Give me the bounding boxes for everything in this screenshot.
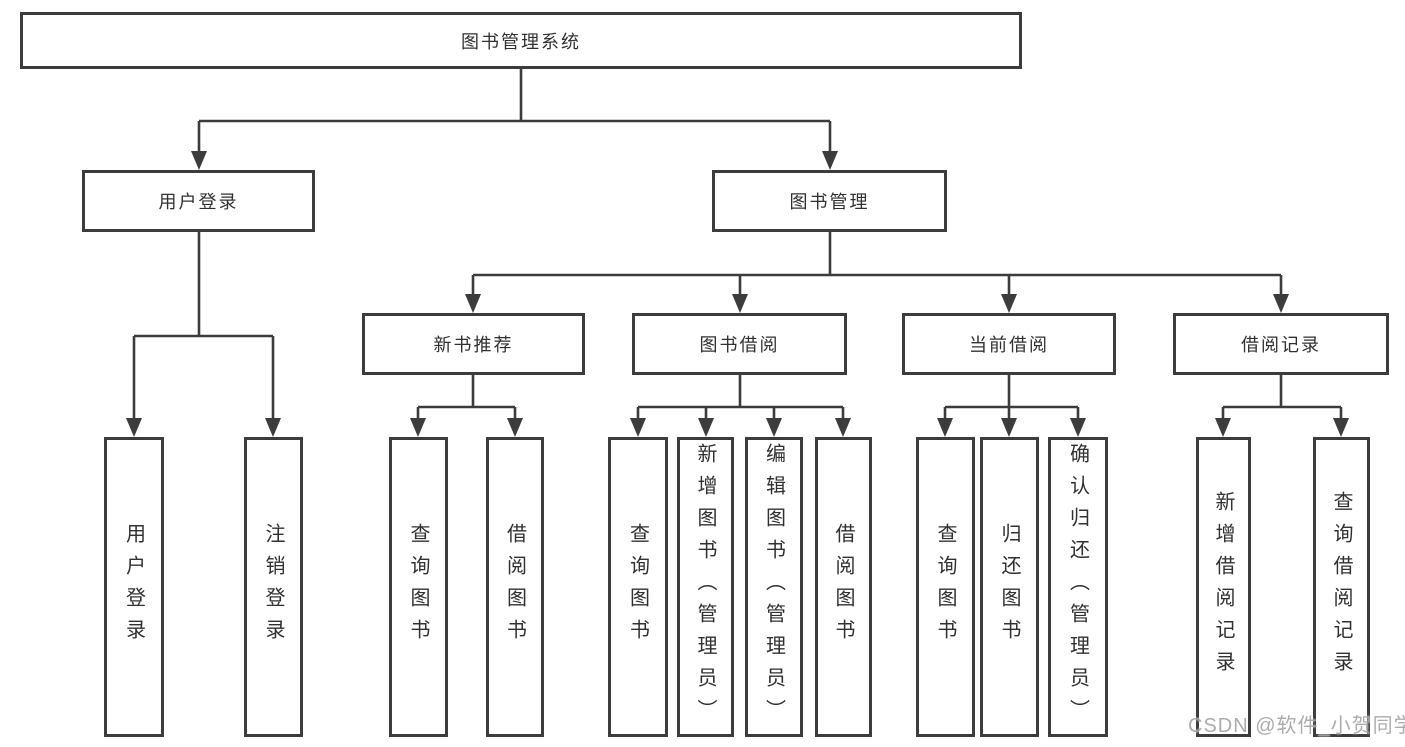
leaf-node-return-book: 归还图书 [980, 437, 1039, 737]
section-node-borrow-record: 借阅记录 [1173, 313, 1389, 375]
connector-newbook-to-leaves [410, 375, 523, 437]
section-node-label: 图书借阅 [699, 335, 780, 355]
branch-node-user-login: 用户登录 [82, 170, 315, 232]
section-node-current-borrow: 当前借阅 [902, 313, 1116, 375]
connector-record-to-leaves [1215, 375, 1349, 437]
branch-node-label: 图书管理 [789, 192, 870, 212]
leaf-node-user-login: 用户登录 [104, 437, 164, 737]
csdn-watermark: CSDN @软件_小贺同学 [1188, 715, 1405, 737]
leaf-node-logout: 注销登录 [244, 437, 303, 737]
section-node-new-book-recommend: 新书推荐 [362, 313, 585, 375]
branch-node-label: 用户登录 [158, 192, 239, 212]
leaf-node-query-book: 查询图书 [389, 437, 448, 737]
leaf-node-query-book: 查询图书 [608, 437, 668, 737]
connector-current-to-leaves [937, 375, 1086, 437]
connector-book-mgmt-to-level3 [465, 232, 1289, 313]
leaf-node-borrow-book: 借阅图书 [815, 437, 872, 737]
branch-node-book-management: 图书管理 [712, 170, 947, 232]
section-node-book-borrow: 图书借阅 [632, 313, 847, 375]
root-node-label: 图书管理系统 [461, 31, 581, 52]
leaf-node-add-book-admin: 新增图书（管理员） [677, 437, 734, 737]
leaf-node-query-borrow-record: 查询借阅记录 [1313, 437, 1370, 737]
leaf-node-add-borrow-record: 新增借阅记录 [1196, 437, 1251, 737]
section-node-label: 新书推荐 [433, 335, 514, 355]
leaf-node-confirm-return: 确认归还（管理员） [1048, 437, 1108, 737]
section-node-label: 当前借阅 [969, 335, 1049, 355]
leaf-node-query-book: 查询图书 [916, 437, 975, 737]
connector-borrow-to-leaves [630, 375, 851, 437]
leaf-node-borrow-book: 借阅图书 [486, 437, 544, 737]
leaf-node-edit-book-admin: 编辑图书（管理员） [745, 437, 803, 737]
connector-user-login-to-leaves [126, 232, 281, 437]
connector-root-to-level2 [191, 69, 838, 170]
root-node-library-system: 图书管理系统 [20, 12, 1022, 69]
section-node-label: 借阅记录 [1241, 335, 1321, 355]
